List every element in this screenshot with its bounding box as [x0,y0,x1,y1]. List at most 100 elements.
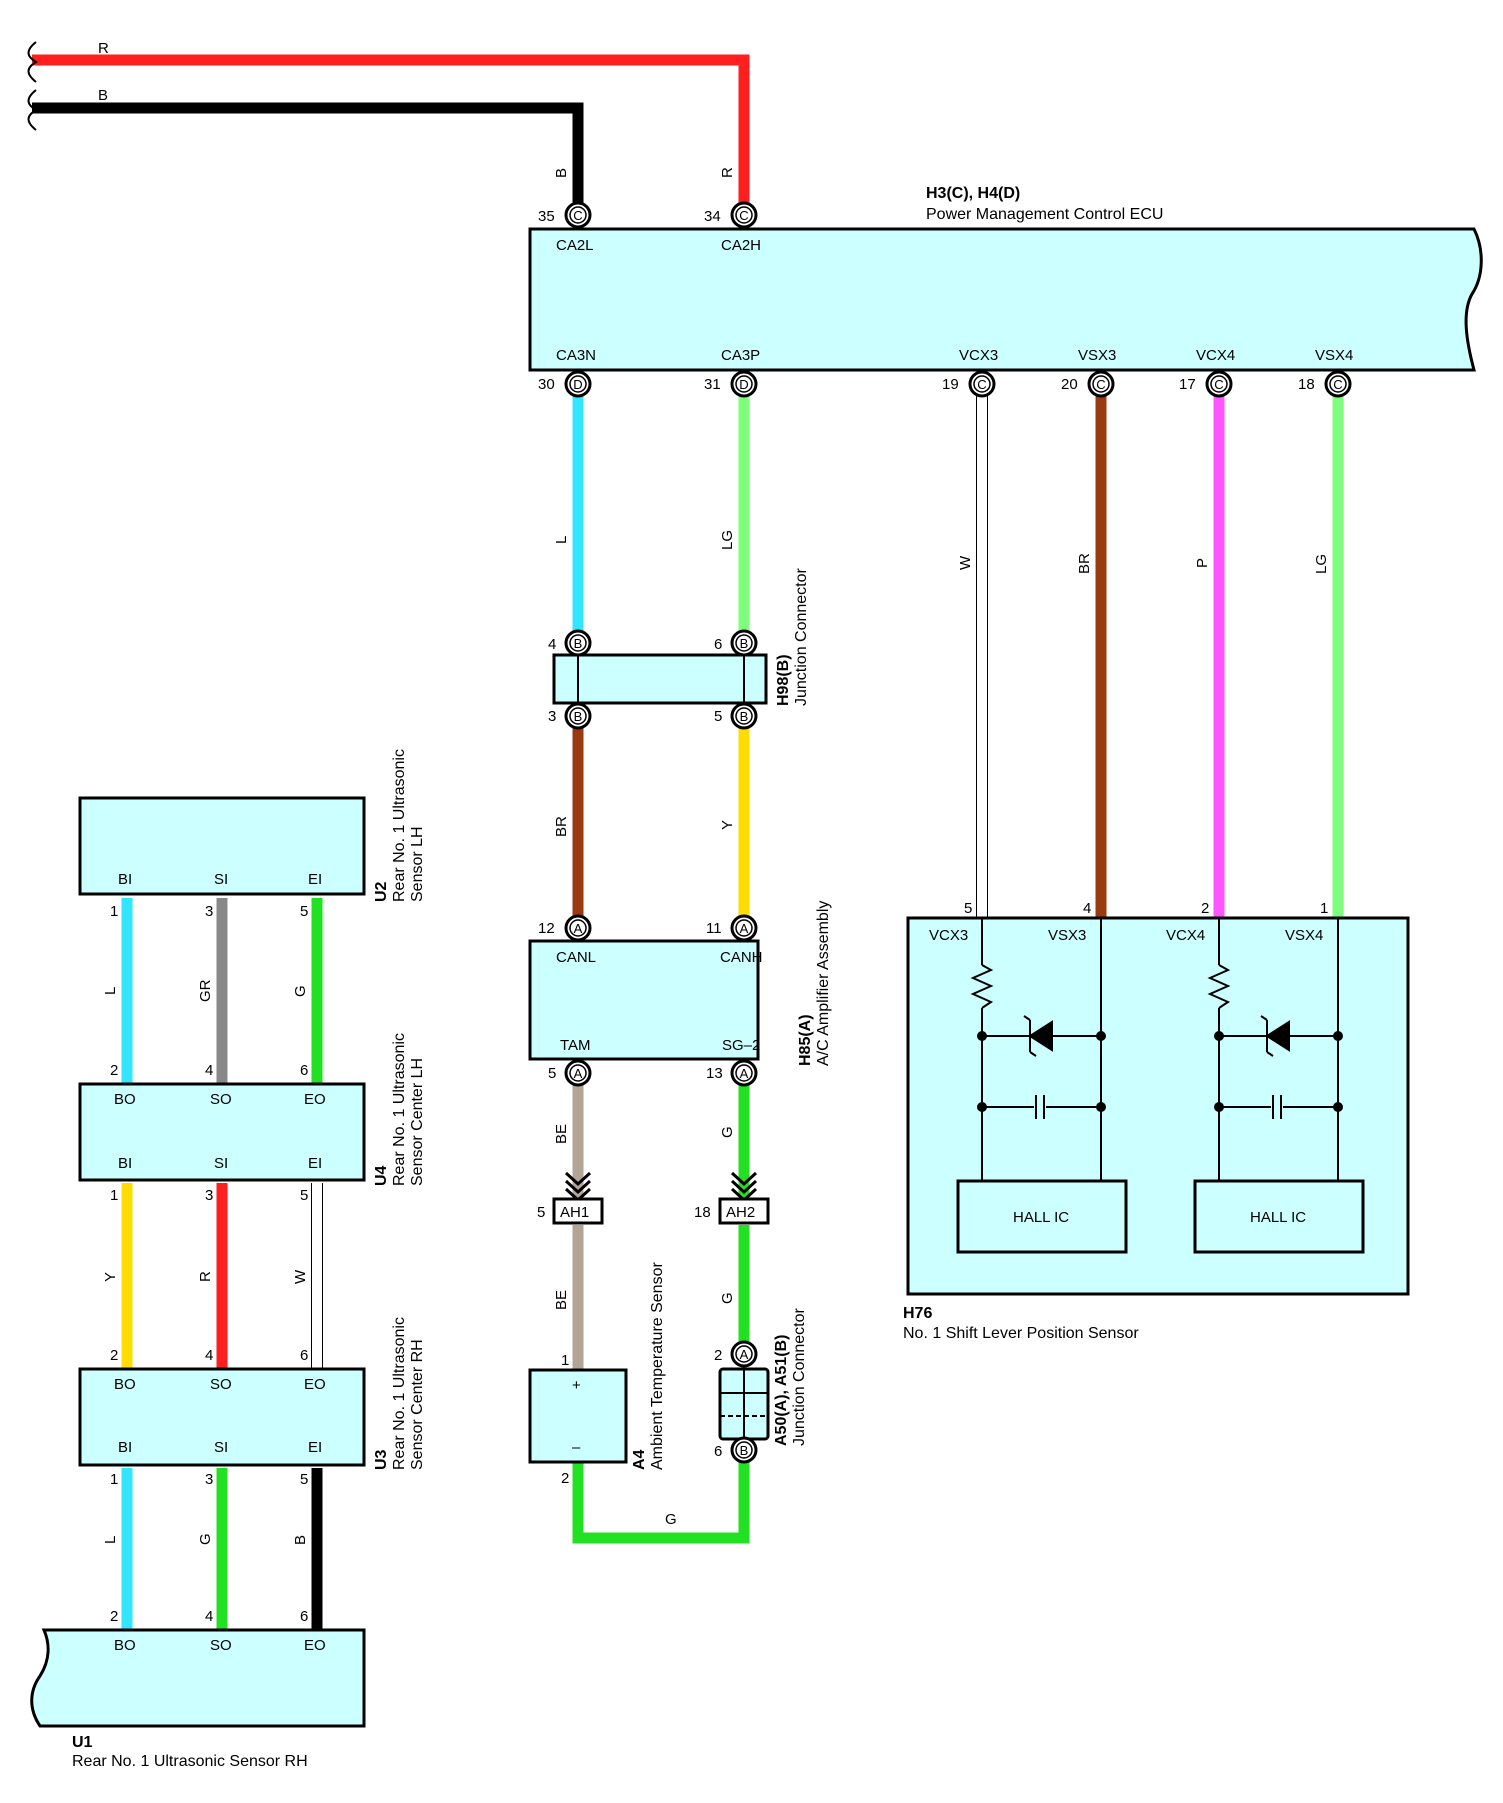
junction-connector-a50: 2 6 A50(A), A51(B) Junction Connector [714,1307,808,1460]
ecu-pin-35: 35 [538,208,555,225]
ecu-label-ca2l: CA2L [556,237,594,254]
wire-label-bottom-g: G [665,1511,677,1528]
a51-pin-6: 6 [714,1443,722,1460]
u3-label-bi: BI [118,1439,132,1456]
h76-pin-4: 4 [1083,900,1091,917]
pin-u2-5: 5 [300,903,308,920]
pin-u4-6: 6 [300,1062,308,1079]
h76-label-vcx4: VCX4 [1166,927,1205,944]
pin-u1-2: 2 [110,1608,118,1625]
ecu-label-vcx3: VCX3 [959,347,998,364]
u2-name-2: Sensor LH [409,826,426,902]
resistor-icon [970,964,994,1009]
hall-ic-right-label: HALL IC [1250,1209,1306,1226]
terminal-connector-letter: B [574,709,583,724]
pin-u3-4: 4 [205,1347,213,1364]
terminal-h98-5: B [730,702,758,730]
terminal-ecu-30: D [564,370,592,398]
ecu-pin-31: 31 [704,376,721,393]
ah2-box [718,1197,770,1225]
u4-label-so: SO [210,1091,232,1108]
wire-label-seg3-s: G [197,1533,214,1545]
terminal-connector-letter: B [740,709,749,724]
a50-name: Junction Connector [791,1307,808,1446]
pin-u3-1: 1 [110,1471,118,1488]
ecu-code: H3(C), H4(D) [926,185,1020,202]
h98-code: H98(B) [775,654,792,706]
terminal-ecu-31: D [730,370,758,398]
terminal-h98-3: B [564,702,592,730]
ac-amp-code: H85(A) [797,1014,814,1066]
u4-label-si: SI [214,1155,228,1172]
pin-u4-4: 4 [205,1062,213,1079]
wire-label-seg1-s: GR [197,979,214,1002]
terminal-connector-letter: A [574,921,583,936]
h98-pin-6: 6 [714,636,722,653]
wire-label-ca2l: B [553,168,570,178]
sensor-u1: BO SO EO U1 Rear No. 1 Ultrasonic Sensor… [30,1628,366,1770]
wire-label-ah1: BE [553,1290,570,1310]
ecu-pin-19: 19 [942,376,959,393]
ecu-block: H3(C), H4(D) Power Management Control EC… [528,185,1483,393]
wire-label-seg1-b: L [102,987,119,995]
terminal-connector-letter: B [740,1443,749,1458]
wire-label-h98-right: Y [719,820,736,830]
a4-name: Ambient Temperature Sensor [649,1262,666,1470]
h98-pin-4: 4 [548,636,556,653]
ac-amp-name: A/C Amplifier Assembly [815,901,832,1066]
pin-u3-6: 6 [300,1347,308,1364]
u3-body [78,1367,366,1467]
ecu-label-ca2h: CA2H [721,237,761,254]
terminal-a51-6: B [730,1436,758,1464]
ecu-label-ca3p: CA3P [721,347,760,364]
terminal-ecu-20: C [1087,370,1115,398]
u1-body [30,1628,366,1728]
u1-label-bo: BO [114,1637,136,1654]
u3-name-2: Sensor Center RH [409,1339,426,1470]
u3-label-ei: EI [308,1439,322,1456]
wire-label-r-input: R [98,40,109,57]
a50-code: A50(A), A51(B) [773,1335,790,1446]
hall-ic-left-label: HALL IC [1013,1209,1069,1226]
sensor-u3: BO SO EO BI SI EI U3 Rear No. 1 Ultrason… [78,1317,426,1470]
ecu-label-vsx3: VSX3 [1078,347,1116,364]
h76-junction-dots-b [1214,1031,1343,1112]
sensor-u4: BO SO EO BI SI EI U4 Rear No. 1 Ultrason… [78,1033,426,1186]
h76-label-vsx3: VSX3 [1048,927,1086,944]
h76-pin-5: 5 [964,900,972,917]
h76-label-vsx4: VSX4 [1285,927,1323,944]
terminal-connector-letter: C [739,208,748,223]
terminal-ecu-34: C [730,201,758,229]
a4-pin-2: 2 [561,1470,569,1487]
h76-code: H76 [903,1305,932,1322]
pin-u1-6: 6 [300,1608,308,1625]
terminal-ecu-35: C [564,201,592,229]
terminal-connector-letter: C [1333,377,1342,392]
ac-label-canh: CANH [720,949,763,966]
terminal-connector-letter: C [573,208,582,223]
u4-label-bo: BO [114,1091,136,1108]
hall-ic-right [1193,1179,1365,1254]
terminal-h98-4: B [564,629,592,657]
a4-plus: + [572,1377,581,1394]
a4-minus: – [572,1439,581,1456]
ecu-body [528,227,1483,372]
junction-connector-h98: 4 6 3 5 H98(B) Junction Connector [548,567,810,725]
ac-label-canl: CANL [556,949,596,966]
zener-diode-icon [1265,1020,1290,1052]
h76-circuit-b [1207,918,1339,1181]
u1-label-so: SO [210,1637,232,1654]
terminal-ecu-17: C [1205,370,1233,398]
terminal-connector-letter: C [1096,377,1105,392]
u2-label-ei: EI [308,871,322,888]
u2-name-1: Rear No. 1 Ultrasonic [391,749,408,902]
pin-u3-2: 2 [110,1347,118,1364]
wire-label-ah2: G [719,1292,736,1304]
sensor-u2: BI SI EI U2 Rear No. 1 Ultrasonic Sensor… [78,749,426,902]
pin-u2-3: 3 [205,903,213,920]
ecu-label-vcx4: VCX4 [1196,347,1235,364]
u4-label-bi: BI [118,1155,132,1172]
h76-name: No. 1 Shift Lever Position Sensor [903,1325,1139,1342]
wire-label-seg3-b: L [102,1536,119,1544]
